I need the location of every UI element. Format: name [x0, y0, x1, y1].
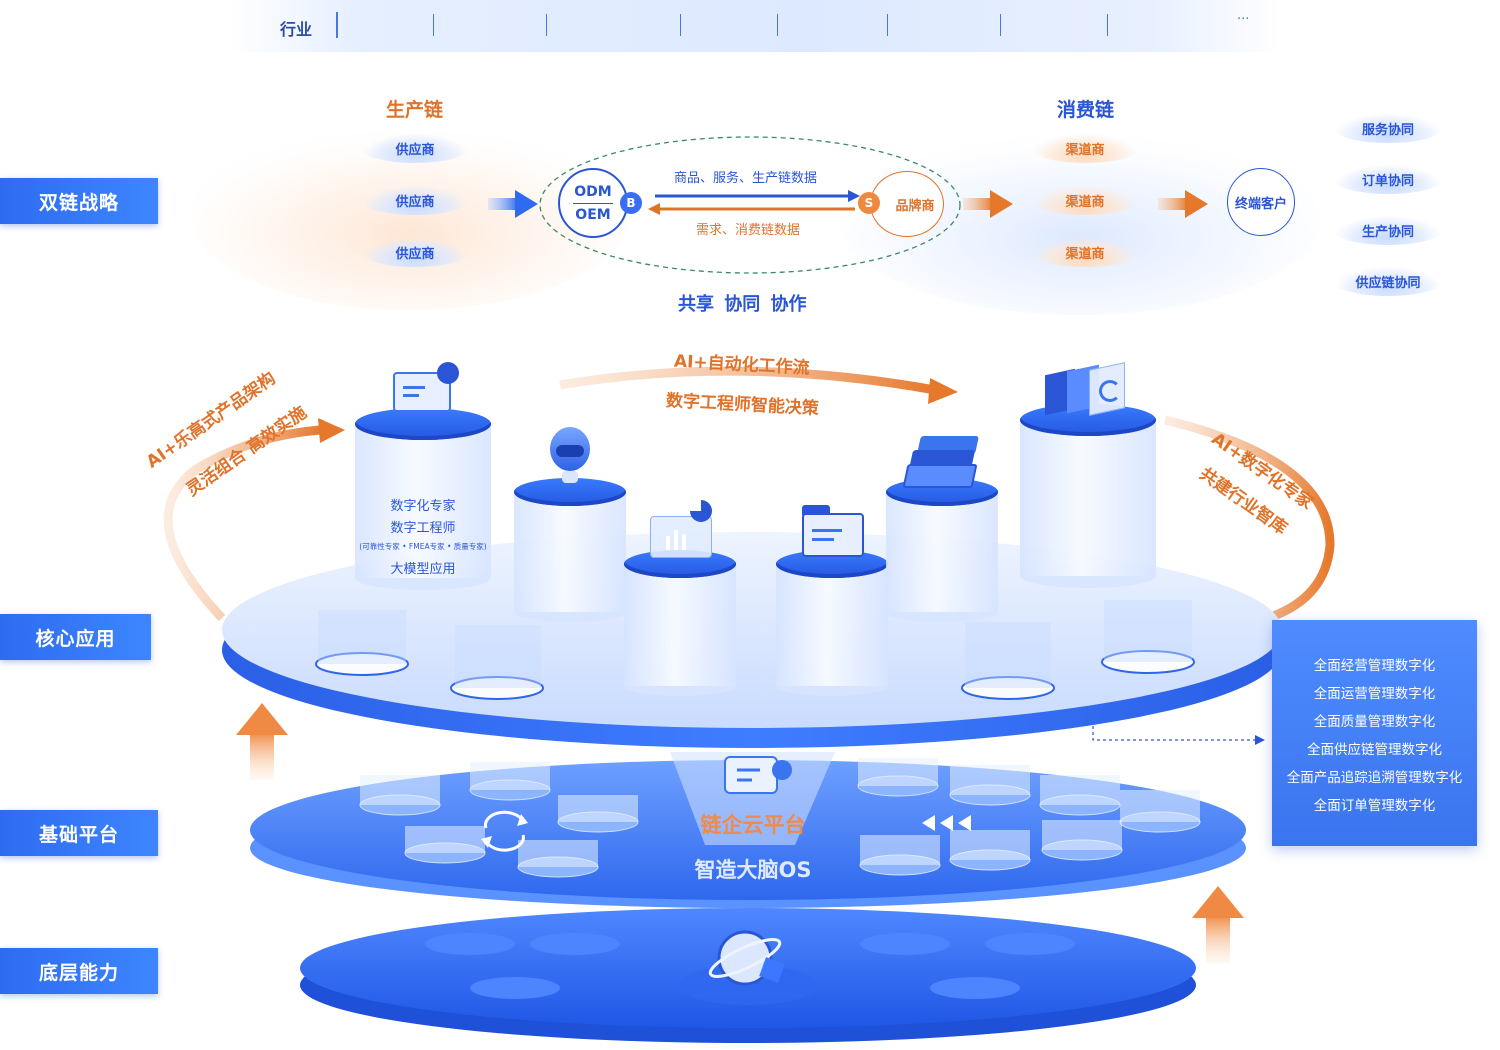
- pillar-text-4: 大模型应用: [390, 562, 456, 577]
- supplier-item: 供应商: [361, 237, 469, 267]
- pillar-text-3: (可靠性专家 • FMEA专家 • 质量专家): [359, 542, 487, 551]
- badge-b: B: [620, 192, 642, 214]
- pillar-text-2: 数字工程师: [390, 521, 456, 536]
- pillar-body: [776, 564, 888, 686]
- platform-name: 链企云平台: [700, 813, 806, 837]
- supplier-item: 供应商: [361, 185, 469, 215]
- digitalization-item: 全面产品追踪追溯管理数字化: [1286, 770, 1463, 786]
- digitalization-panel: 全面经营管理数字化 全面运营管理数字化 全面质量管理数字化 全面供应链管理数字化…: [1272, 620, 1477, 846]
- layer-label-core-app: 核心应用: [0, 614, 151, 660]
- layer-label-bottom: 底层能力: [0, 948, 158, 994]
- channel-item: 渠道商: [1031, 133, 1139, 163]
- industry-tick: [546, 14, 547, 36]
- production-chain-title: 生产链: [386, 99, 444, 121]
- pillar-top: [1020, 404, 1156, 436]
- industry-tick: [777, 14, 778, 36]
- pillar-top: [355, 408, 491, 440]
- industry-tick: [887, 14, 888, 36]
- industry-bar: [230, 0, 1280, 52]
- backward-flow-label: 需求、消费链数据: [696, 223, 801, 238]
- industry-label: 行业: [280, 20, 313, 39]
- platform-os: 智造大脑OS: [694, 858, 812, 882]
- end-customer-label: 终端客户: [1234, 196, 1287, 212]
- collab-item: 订单协同: [1333, 164, 1443, 194]
- server-stack-icon: [902, 436, 981, 488]
- pillar-body: [355, 424, 491, 578]
- industry-more: ···: [1237, 12, 1250, 27]
- end-customer-circle: 终端客户: [1227, 168, 1295, 236]
- channel-item: 渠道商: [1031, 237, 1139, 267]
- digitalization-item: 全面经营管理数字化: [1313, 658, 1436, 674]
- pillar-body: [624, 564, 736, 686]
- digitalization-item: 全面运营管理数字化: [1313, 686, 1436, 702]
- pillar-2: [514, 478, 626, 622]
- industry-tick: [1107, 14, 1108, 36]
- brand-circle: 品牌商: [870, 171, 944, 237]
- pillar-3: [624, 550, 736, 696]
- industry-tick: [1000, 14, 1001, 36]
- pillar-6: [1020, 404, 1156, 588]
- consumption-chain-title: 消费链: [1057, 99, 1115, 121]
- odm-oem-circle: ODM OEM: [558, 168, 628, 238]
- robot-head-icon: [548, 427, 594, 485]
- document-stack-icon: [1045, 362, 1125, 416]
- industry-divider: [336, 12, 338, 38]
- pillar-5: [886, 478, 998, 622]
- industry-tick: [680, 14, 681, 36]
- chart-panel-icon: [650, 500, 718, 558]
- collab-item: 生产协同: [1333, 215, 1443, 245]
- monitor-user-icon: [393, 362, 459, 412]
- layer-label-dual-chain: 双链战略: [0, 178, 158, 224]
- digitalization-item: 全面订单管理数字化: [1313, 798, 1436, 814]
- folder-icon: [802, 505, 864, 557]
- pillar-expert: 数字化专家 数字工程师 (可靠性专家 • FMEA专家 • 质量专家) 大模型应…: [355, 408, 491, 590]
- badge-s: S: [858, 192, 880, 214]
- odm-divider: [573, 202, 613, 204]
- industry-tick: [433, 14, 434, 36]
- brand-label: 品牌商: [895, 198, 935, 214]
- supplier-item: 供应商: [361, 133, 469, 163]
- forward-flow-label: 商品、服务、生产链数据: [674, 171, 818, 186]
- layer-label-base-platform: 基础平台: [0, 810, 158, 856]
- pillar-body: [514, 492, 626, 612]
- collab-item: 供应链协同: [1333, 266, 1443, 296]
- digitalization-item: 全面质量管理数字化: [1313, 714, 1436, 730]
- slogan: 共享 协同 协作: [678, 294, 807, 315]
- odm-label: ODM: [574, 183, 612, 200]
- digitalization-item: 全面供应链管理数字化: [1307, 742, 1442, 758]
- channel-item: 渠道商: [1031, 185, 1139, 215]
- pillar-4: [776, 550, 888, 696]
- pillar-text-1: 数字化专家: [390, 499, 456, 514]
- collab-item: 服务协同: [1333, 113, 1443, 143]
- pillar-body: [1020, 420, 1156, 576]
- pillar-body: [886, 492, 998, 612]
- oem-label: OEM: [575, 206, 611, 223]
